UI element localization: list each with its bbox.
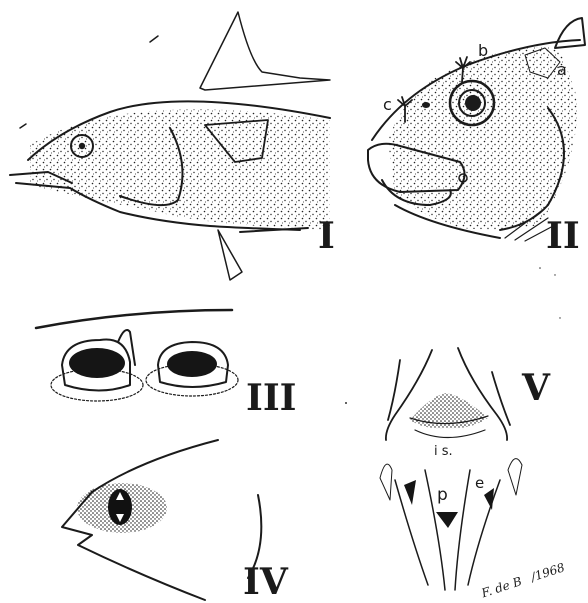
fig5-fin-left xyxy=(380,464,392,500)
fig5-label-is: i s. xyxy=(434,444,453,459)
fig2-eye-pupil xyxy=(465,95,481,111)
fig1-dorsal-fin xyxy=(200,12,330,90)
signature-name: F. de B xyxy=(479,574,524,601)
figure-3-numeral: III xyxy=(246,377,297,419)
figure-4-numeral: IV xyxy=(243,561,289,603)
figure-1-tuna-head: I xyxy=(10,12,335,280)
fig2-nostril xyxy=(422,102,430,108)
fig1-mark-2 xyxy=(20,124,26,128)
fig5-pelvic-right xyxy=(484,488,494,510)
fig3-nostril-left-opening xyxy=(69,348,125,378)
fig2-label-c: c xyxy=(383,95,392,114)
fig2-dorsal-fin xyxy=(555,18,585,48)
figure-5-numeral: V xyxy=(521,367,551,409)
fig5-label-p: p xyxy=(437,485,448,505)
fig2-label-a: a xyxy=(557,60,567,79)
figure-4-snout: IV xyxy=(62,440,289,603)
fig5-fin-right xyxy=(508,459,522,495)
fig2-head-stipple xyxy=(388,47,577,230)
figure-5-ventral-view: i s. p e V xyxy=(380,348,551,590)
fig2-label-b: b xyxy=(478,41,488,60)
artist-signature: F. de B /1968 xyxy=(479,560,567,600)
signature-year: /1968 xyxy=(528,560,567,584)
fig1-mark xyxy=(150,36,158,42)
fig5-vent xyxy=(436,512,458,528)
fig3-nostril-right-opening xyxy=(167,351,217,377)
fig5-label-e: e xyxy=(475,474,484,492)
fig1-eye-inner xyxy=(79,143,85,149)
figure-2-numeral: II xyxy=(546,215,580,257)
figure-1-numeral: I xyxy=(318,215,335,257)
fig1-pelvic-fin xyxy=(218,230,242,280)
fig3-profile-line xyxy=(36,310,232,328)
figure-3-nostrils: III xyxy=(36,310,297,419)
figure-2-blenny-head: a b c II xyxy=(368,18,585,257)
fig5-pelvic-left xyxy=(404,480,416,505)
